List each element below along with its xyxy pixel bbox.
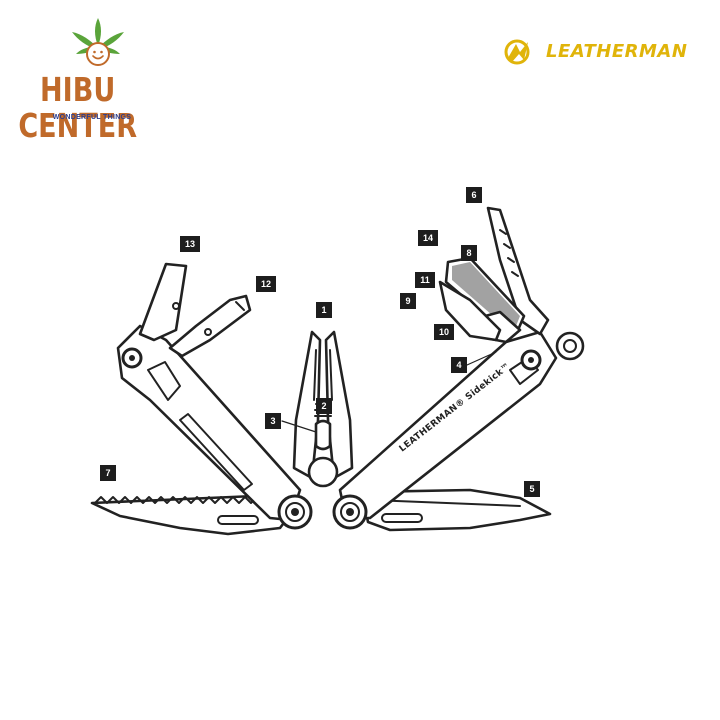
svg-text:10: 10 (439, 327, 449, 337)
callout-3: 3 (265, 413, 281, 429)
leaf-face-icon (72, 18, 124, 66)
brand-title: HIBU CENTER (18, 70, 138, 145)
bit-driver-tools (138, 262, 252, 358)
callout-7: 7 (100, 465, 116, 481)
svg-text:1: 1 (321, 305, 326, 315)
callout-4: 4 (451, 357, 467, 373)
right-side-tools (438, 206, 585, 361)
leatherman-mark-icon (504, 39, 530, 65)
svg-text:13: 13 (185, 239, 195, 249)
callout-14: 14 (418, 230, 438, 246)
brand-tagline: WONDERFUL THINGS (52, 114, 132, 121)
callout-1: 1 (316, 302, 332, 318)
svg-text:4: 4 (456, 360, 461, 370)
callout-12: 12 (256, 276, 276, 292)
callout-6: 6 (466, 187, 482, 203)
callout-10: 10 (434, 324, 454, 340)
svg-text:8: 8 (466, 248, 471, 258)
callout-8: 8 (461, 245, 477, 261)
callout-11: 11 (415, 272, 435, 288)
leatherman-wordmark: LEATHERMAN (546, 41, 688, 62)
leatherman-logo: LEATHERMAN (502, 36, 702, 68)
svg-text:3: 3 (270, 416, 275, 426)
callout-13: 13 (180, 236, 200, 252)
svg-text:6: 6 (471, 190, 476, 200)
callout-2: 2 (316, 398, 332, 414)
svg-text:12: 12 (261, 279, 271, 289)
svg-text:11: 11 (420, 275, 430, 285)
callout-9: 9 (400, 293, 416, 309)
main-pivots (277, 494, 368, 530)
svg-text:7: 7 (105, 468, 110, 478)
callout-5: 5 (524, 481, 540, 497)
knife-blade (360, 488, 552, 532)
hibu-center-logo: HIBU CENTER WONDERFUL THINGS (8, 18, 178, 144)
svg-text:9: 9 (405, 296, 410, 306)
svg-text:5: 5 (529, 484, 534, 494)
svg-text:2: 2 (321, 401, 326, 411)
svg-text:14: 14 (423, 233, 433, 243)
leader-lines (281, 351, 497, 433)
